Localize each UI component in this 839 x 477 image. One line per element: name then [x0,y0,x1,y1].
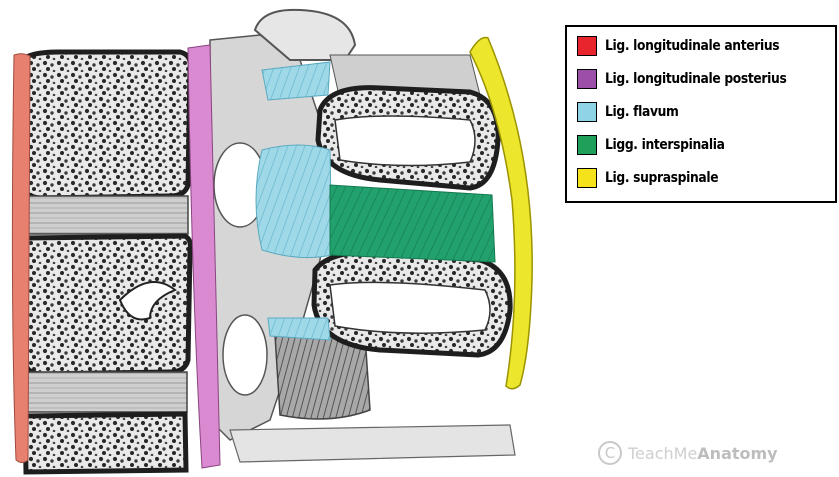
watermark-brand-bold: Anatomy [697,444,777,463]
legend-item-flavum: Lig. flavum [577,100,689,124]
legend-label: Lig. flavum [605,104,679,120]
legend-item-posterior: Lig. longitudinale posterius [577,67,811,91]
legend-swatch-purple [577,69,597,89]
legend-swatch-lightblue [577,102,597,122]
legend: Lig. longitudinale anterius Lig. longitu… [565,25,837,203]
legend-item-anterior: Lig. longitudinale anterius [577,34,803,58]
watermark-brand-light: TeachMe [628,444,697,463]
ligamentum-flavum-lower [268,318,330,340]
vertebral-bodies [22,52,190,472]
ligamentum-flavum-middle [256,145,332,258]
legend-item-supraspinale: Lig. supraspinale [577,166,734,190]
legend-label: Lig. longitudinale posterius [605,71,786,87]
legend-label: Ligg. interspinalia [605,137,725,153]
legend-swatch-red [577,36,597,56]
legend-label: Lig. longitudinale anterius [605,38,779,54]
interspinous-ligament [330,185,495,262]
copyright-icon: C [598,441,622,465]
anterior-longitudinal-ligament [12,54,30,463]
legend-swatch-green [577,135,597,155]
legend-label: Lig. supraspinale [605,170,718,186]
legend-item-interspinalia: Ligg. interspinalia [577,133,741,157]
legend-swatch-yellow [577,168,597,188]
